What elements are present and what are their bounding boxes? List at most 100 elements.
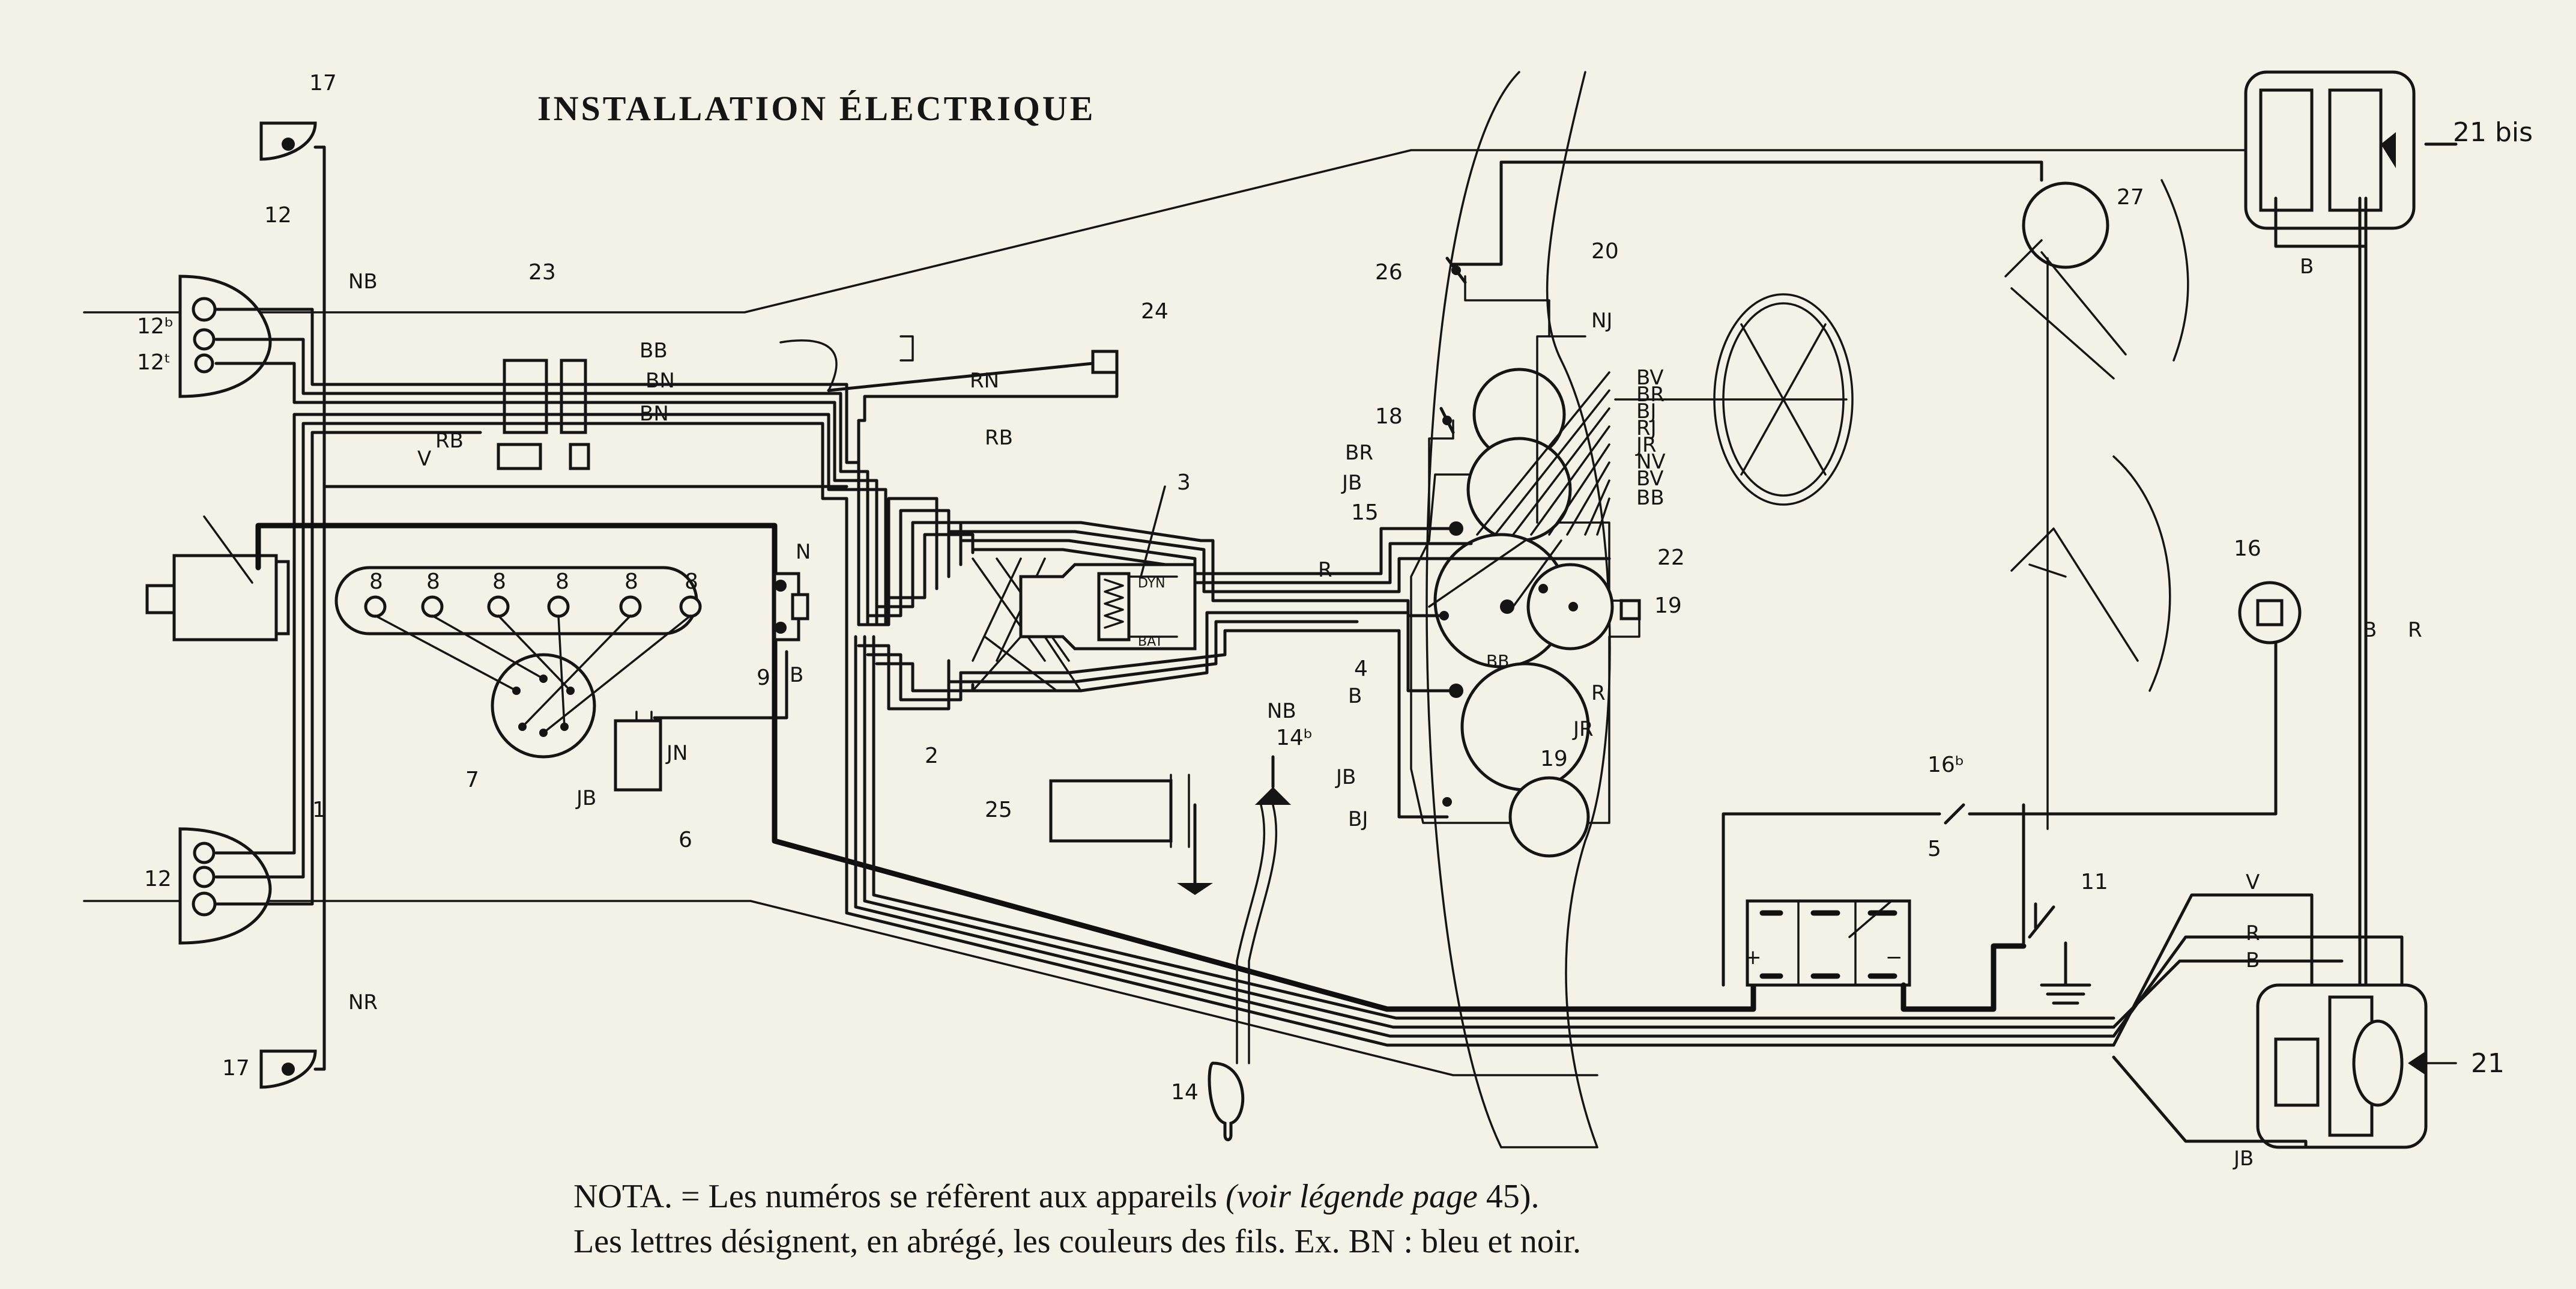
regulator-3: DYN BAT (1019, 485, 1197, 651)
svg-text:R: R (1591, 681, 1606, 705)
label-17-top: 17 (309, 71, 337, 96)
battery-5: + − (1744, 899, 2027, 1012)
label-16: 16 (2234, 536, 2261, 561)
distributor-7 (374, 614, 692, 759)
label-5: 5 (1927, 837, 1941, 861)
svg-text:N: N (796, 540, 811, 564)
rear-lamp-25 (1049, 774, 1213, 895)
steering-wheel (1614, 293, 1854, 506)
label-8d: 8 (555, 569, 569, 594)
svg-text:BJ: BJ (1636, 399, 1656, 423)
svg-text:BV: BV (1636, 366, 1664, 390)
svg-text:B: B (790, 663, 803, 687)
label-20: 20 (1591, 239, 1619, 264)
label-16b: 16ᵇ (1927, 753, 1964, 777)
svg-text:V: V (417, 447, 431, 471)
note-line1-a: NOTA. = Les numéros se réfèrent aux appa… (573, 1178, 1226, 1215)
svg-text:BB: BB (1636, 486, 1664, 510)
label-9: 9 (757, 666, 770, 690)
svg-text:R: R (2246, 921, 2260, 945)
side-lamp-17-lower (259, 1049, 317, 1089)
front-wiring (214, 145, 848, 1071)
svg-text:JN: JN (665, 741, 688, 765)
svg-text:NB: NB (348, 270, 378, 294)
svg-text:B: B (1348, 684, 1362, 708)
spark-plug-bar-8 (334, 566, 702, 635)
svg-text:JB: JB (1341, 471, 1362, 495)
svg-text:B: B (2300, 255, 2314, 279)
svg-text:NJ: NJ (1591, 309, 1612, 333)
label-24: 24 (1141, 299, 1169, 324)
label-14b: 14ᵇ (1276, 726, 1313, 750)
label-21bis: 21 bis (2453, 117, 2533, 148)
svg-text:JR: JR (1635, 433, 1657, 457)
svg-text:RB: RB (435, 429, 464, 453)
inspection-lamp-14 (1208, 755, 1291, 1141)
tail-unit-21 (2256, 983, 2457, 1149)
svg-text:BV: BV (1636, 467, 1664, 491)
switch-18 (1439, 407, 1455, 434)
label-8f: 8 (685, 569, 698, 594)
svg-text:R: R (2408, 618, 2422, 642)
svg-text:JB: JB (1335, 765, 1356, 789)
component-labels: 17 12 12ᵇ 12ᵗ 12 17 1 8 8 8 8 8 8 7 6 23… (137, 71, 2533, 1105)
label-25: 25 (985, 798, 1012, 822)
svg-text:NB: NB (1267, 699, 1296, 723)
svg-text:BN: BN (639, 402, 669, 426)
svg-text:RJ: RJ (1636, 416, 1657, 440)
dome-light-16 (1722, 581, 2302, 987)
fuse-box-23 (497, 359, 590, 470)
label-3: 3 (1177, 470, 1191, 495)
label-7: 7 (465, 768, 479, 792)
svg-text:+: + (1744, 945, 1762, 969)
label-8e: 8 (624, 569, 638, 594)
svg-text:NV: NV (1636, 450, 1666, 474)
svg-text:BR: BR (1345, 441, 1373, 465)
label-23: 23 (528, 260, 556, 285)
dash-wiring (1355, 275, 1611, 819)
label-1: 1 (312, 798, 326, 822)
label-19-b: 19 (1540, 747, 1568, 771)
label-4: 4 (1354, 657, 1368, 681)
label-17-bottom: 17 (222, 1056, 250, 1081)
switch-26 (1445, 256, 1467, 284)
svg-text:NR: NR (348, 990, 378, 1015)
label-12b: 12ᵇ (137, 314, 174, 339)
label-18: 18 (1375, 404, 1403, 429)
label-8b: 8 (426, 569, 440, 594)
label-11: 11 (2081, 870, 2108, 894)
svg-text:JB: JB (2233, 1147, 2254, 1171)
headlight-12-lower (178, 827, 272, 945)
label-14: 14 (1171, 1080, 1199, 1105)
starter-motor-1 (145, 515, 1756, 1012)
svg-text:RN: RN (970, 369, 999, 393)
label-8c: 8 (492, 569, 506, 594)
headlight-12-upper (178, 274, 272, 398)
wire-code-labels: NB NR BB BN BN RB V RN RB N B JN JB NB R… (348, 255, 2422, 1171)
label-2: 2 (925, 744, 939, 768)
ignition-coil-6 (614, 650, 788, 792)
svg-text:BB: BB (639, 339, 668, 363)
svg-text:JB: JB (575, 786, 596, 810)
label-8a: 8 (369, 569, 383, 594)
svg-text:DYN: DYN (1138, 576, 1166, 591)
svg-text:R: R (1318, 558, 1332, 582)
svg-text:V: V (2246, 870, 2260, 894)
footnote: NOTA. = Les numéros se réfèrent aux appa… (573, 1178, 1581, 1260)
note-line1-b: (voir légende page (1226, 1178, 1478, 1215)
svg-text:RB: RB (985, 426, 1013, 450)
label-6: 6 (679, 828, 692, 852)
svg-text:BN: BN (646, 369, 675, 393)
svg-text:−: − (1885, 945, 1903, 969)
label-12-top: 12 (264, 203, 292, 228)
side-lamp-17-upper (259, 121, 317, 161)
ground-switch-11 (2022, 803, 2091, 1005)
svg-text:B: B (2363, 618, 2377, 642)
label-22: 22 (1657, 545, 1685, 570)
wiper-motor-27 (1451, 160, 2189, 830)
tail-unit-21bis (2244, 70, 2416, 230)
svg-text:NOTA. = Les numéros se réfèren: NOTA. = Les numéros se réfèrent aux appa… (573, 1178, 1540, 1215)
note-line2: Les lettres désignent, en abrégé, les co… (573, 1223, 1581, 1260)
label-27: 27 (2117, 185, 2144, 210)
